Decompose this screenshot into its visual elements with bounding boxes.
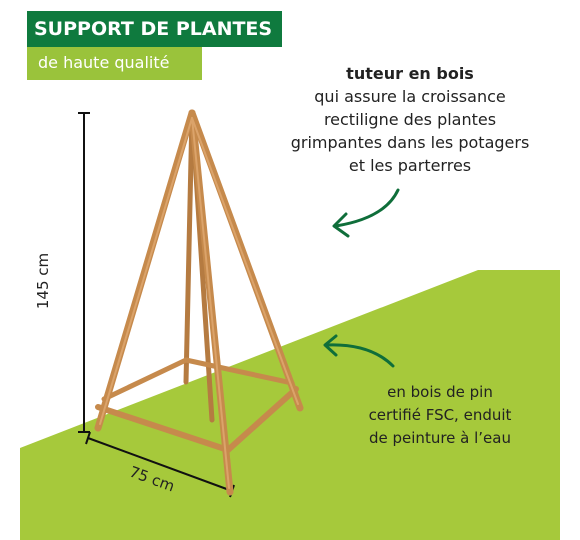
curved-arrow-icon xyxy=(323,334,395,368)
height-dimension-line xyxy=(78,112,90,433)
curved-arrow-icon xyxy=(332,188,400,238)
description-bottom-line: en bois de pin xyxy=(387,383,493,401)
description-top-line: rectiligne des plantes xyxy=(323,110,497,129)
height-label: 145 cm xyxy=(34,252,52,310)
description-top-line: grimpantes dans les potagers xyxy=(290,133,530,152)
ground-area xyxy=(20,270,560,540)
description-top-bold: tuteur en bois xyxy=(346,64,474,83)
description-bottom: en bois de pin certifié FSC, enduit de p… xyxy=(330,381,550,450)
description-top-line: et les parterres xyxy=(348,156,472,175)
description-top: tuteur en bois qui assure la croissance … xyxy=(260,62,560,177)
banner-title: SUPPORT DE PLANTES xyxy=(27,11,282,47)
banner-subtitle: de haute qualité xyxy=(27,47,202,80)
description-bottom-line: de peinture à l’eau xyxy=(369,429,511,447)
description-bottom-line: certifié FSC, enduit xyxy=(368,406,512,424)
description-top-line: qui assure la croissance xyxy=(314,87,506,106)
wooden-pyramid-support xyxy=(94,109,304,496)
